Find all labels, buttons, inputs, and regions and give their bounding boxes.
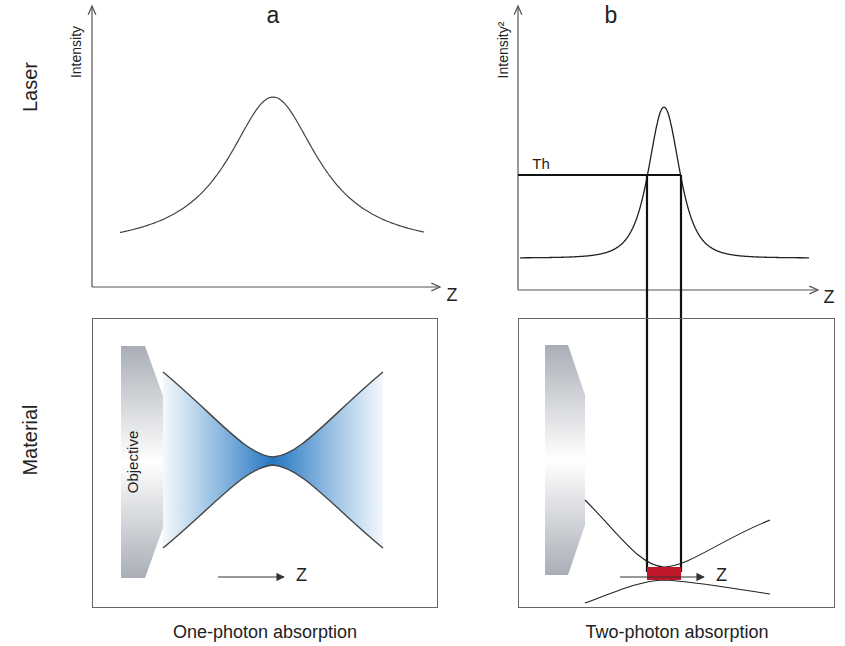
caption-label: Two-photon absorption	[585, 623, 768, 643]
axis-label: Z	[716, 566, 727, 586]
beam-outline	[163, 465, 383, 548]
threshold-label: Th	[532, 156, 550, 173]
axes-b	[518, 6, 818, 290]
objective-lens	[545, 345, 585, 575]
panel-letter: b	[605, 3, 618, 28]
beam-outline	[585, 580, 770, 603]
beam-outline	[585, 500, 770, 567]
caption-label: One-photon absorption	[173, 623, 357, 643]
threshold-lines	[518, 175, 681, 572]
axis-title: Intensity	[69, 26, 84, 78]
lens-body	[121, 346, 163, 578]
beam-outline	[163, 372, 383, 457]
beam-left	[163, 372, 273, 548]
axis-label: Z	[296, 566, 307, 586]
objective-label: Objective	[125, 431, 142, 494]
intensity-squared-curve	[520, 107, 809, 258]
intensity-curve	[120, 97, 424, 232]
row-label: Material	[19, 404, 41, 475]
axis-label: Z	[824, 288, 835, 308]
polymerized-voxel	[647, 567, 681, 580]
objective-lens: Objective	[121, 346, 163, 578]
row-label: Laser	[19, 62, 41, 112]
panel-letter: a	[267, 3, 280, 28]
z-arrow	[218, 576, 284, 577]
z-arrow	[620, 576, 704, 577]
axes-a	[92, 6, 440, 287]
material-panel: Z Objective	[92, 318, 438, 608]
axis-label: Z	[447, 286, 458, 306]
material-panel: Z	[518, 318, 835, 608]
beam-right	[273, 372, 383, 548]
axis-title: Intensity²	[496, 22, 511, 79]
